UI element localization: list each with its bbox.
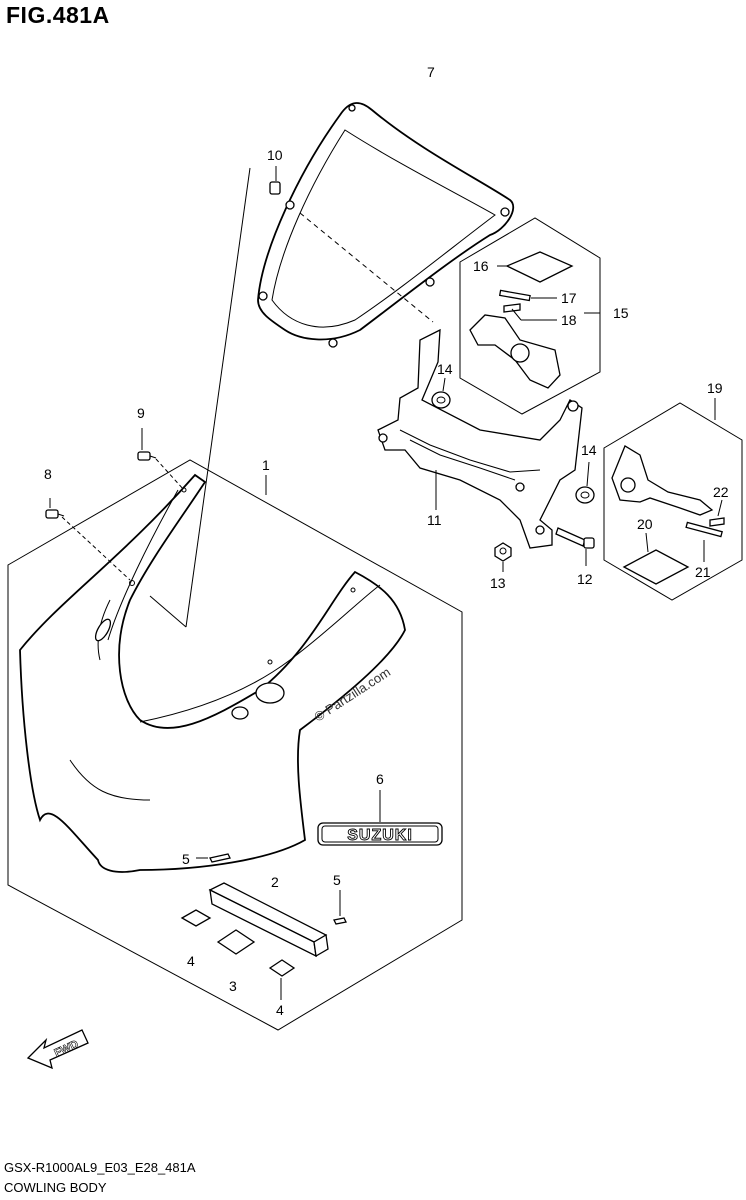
bracket-right-group-outline	[603, 402, 743, 601]
upper-bracket	[377, 328, 583, 549]
callout-13: 13	[490, 575, 506, 591]
bracket-19	[611, 445, 714, 516]
cowling-screen-edge	[139, 584, 381, 723]
callout-4b: 4	[276, 1002, 284, 1018]
grommet-14-right	[575, 486, 595, 504]
strip-18	[503, 303, 521, 313]
cowling-small-hole	[181, 487, 187, 493]
callout-14b: 14	[581, 442, 597, 458]
cowling-group-outline	[7, 459, 463, 1031]
dashed-leader	[299, 212, 434, 323]
cowling-small-hole	[350, 587, 356, 593]
callout-9: 9	[137, 405, 145, 421]
strip-2-end	[313, 933, 329, 958]
fwd-arrow: FWD	[26, 1029, 89, 1070]
bolt-12	[555, 527, 595, 549]
callout-21: 21	[695, 564, 711, 580]
windscreen	[257, 102, 515, 341]
cowling-vent	[94, 618, 112, 642]
strip-2	[208, 882, 328, 943]
windscreen-mount-hole	[348, 104, 356, 112]
callout-19: 19	[707, 380, 723, 396]
callout-10: 10	[267, 147, 283, 163]
bracket-19-boss	[620, 477, 636, 493]
pad-16	[505, 251, 574, 283]
callout-11: 11	[427, 512, 442, 528]
callout-7: 7	[427, 64, 435, 80]
windscreen-inner-edge	[271, 129, 496, 328]
leader-screw-10b	[149, 595, 187, 628]
strip-22	[709, 517, 725, 527]
cowling-small-hole	[267, 659, 273, 665]
windscreen-mount-hole	[425, 277, 435, 287]
nut-13	[494, 542, 512, 562]
windscreen-mount-hole	[500, 207, 510, 217]
tape-5-lower	[333, 917, 347, 925]
cowling-intake-hole	[255, 682, 285, 704]
callout-17: 17	[561, 290, 577, 306]
callout-3: 3	[229, 978, 237, 994]
windscreen-mount-hole	[258, 291, 268, 301]
callout-4a: 4	[187, 953, 195, 969]
callout-6: 6	[376, 771, 384, 787]
cowling-lower-line	[69, 759, 151, 801]
dashed-leader	[155, 458, 185, 491]
screw-8	[45, 509, 65, 519]
strip-21	[685, 521, 723, 538]
windscreen-mount-hole	[285, 200, 295, 210]
windscreen-mount-hole	[328, 338, 338, 348]
callout-22: 22	[713, 484, 729, 500]
leader-18b	[511, 308, 522, 321]
callout-15: 15	[613, 305, 629, 321]
callout-1: 1	[262, 457, 270, 473]
callout-2: 2	[271, 874, 279, 890]
cowling-body	[19, 473, 406, 873]
pad-3	[216, 929, 256, 955]
figure-title: FIG.481A	[6, 2, 110, 28]
screw-10	[269, 181, 281, 195]
callout-8: 8	[44, 466, 52, 482]
tape-5-upper	[209, 853, 231, 863]
callout-12: 12	[577, 571, 593, 587]
callout-16: 16	[473, 258, 489, 274]
leader-14a	[442, 377, 446, 392]
watermark: © Partzilla.com	[311, 664, 393, 724]
cowling-upper-line	[107, 489, 179, 641]
callout-20: 20	[637, 516, 653, 532]
leader-20	[645, 532, 649, 553]
emblem-text: SUZUKI	[347, 827, 413, 844]
callout-5a: 5	[182, 851, 190, 867]
strip-17	[498, 289, 531, 302]
leader-14b	[586, 461, 590, 487]
screw-9	[137, 451, 157, 461]
leader-screw-10	[185, 167, 251, 628]
cowling-intake-hole	[231, 706, 249, 720]
bracket-left-group-outline	[459, 217, 601, 415]
leader-22	[717, 499, 723, 517]
dashed-leader	[61, 516, 131, 581]
callout-5b: 5	[333, 872, 341, 888]
diagram-code: GSX-R1000AL9_E03_E28_481A	[4, 1160, 196, 1175]
pad-20	[622, 549, 690, 585]
pad-4-upper	[180, 909, 212, 927]
suzuki-emblem: SUZUKI	[317, 822, 443, 846]
diagram-name: COWLING BODY	[4, 1180, 107, 1195]
callout-18: 18	[561, 312, 577, 328]
callout-14a: 14	[437, 361, 453, 377]
cowling-small-hole	[129, 580, 135, 586]
bracket-15-boss	[510, 343, 530, 363]
grommet-14-left	[431, 391, 451, 409]
pad-4-lower	[268, 959, 296, 977]
